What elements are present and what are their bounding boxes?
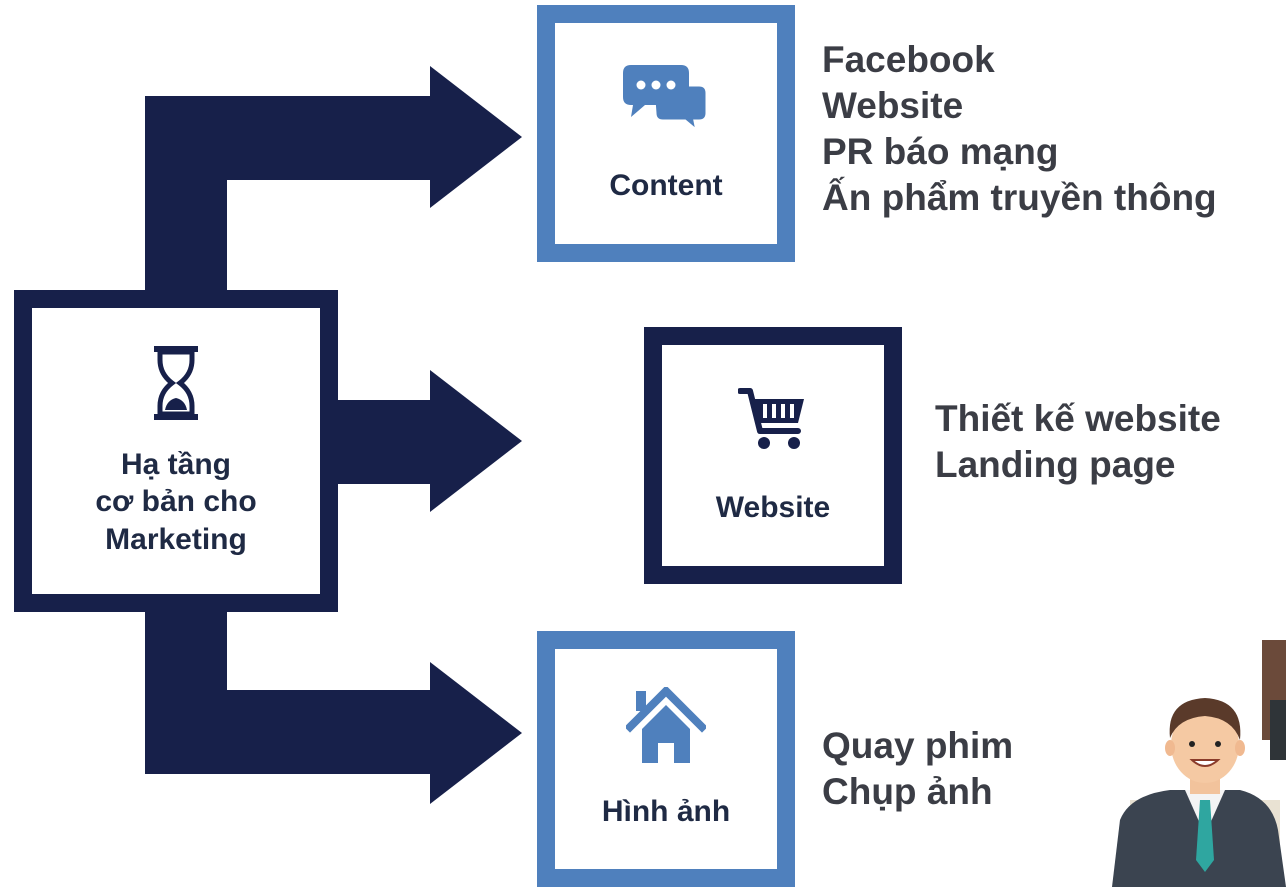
chat-bubbles-icon	[623, 64, 709, 133]
branch-label-website: Website	[715, 490, 831, 524]
branch-box-images: Hình ảnh	[537, 631, 795, 887]
hub-box: Hạ tầng cơ bản cho Marketing	[14, 290, 338, 612]
hub-label-line-3: Marketing	[105, 522, 247, 556]
branch-label-images: Hình ảnh	[601, 795, 731, 829]
list-item: PR báo mạng	[822, 131, 1059, 172]
arrow-shaft-images	[145, 690, 435, 774]
list-item: Chụp ảnh	[822, 771, 993, 812]
images-list: Quay phim Chụp ảnh	[822, 723, 1013, 815]
website-list: Thiết kế website Landing page	[935, 396, 1221, 488]
content-list: Facebook Website PR báo mạng Ấn phẩm tru…	[822, 37, 1217, 221]
hourglass-icon	[154, 345, 198, 420]
list-item: Quay phim	[822, 725, 1014, 766]
branch-box-content: Content	[537, 5, 795, 262]
list-item: Ấn phẩm truyền thông	[822, 177, 1217, 218]
list-item: Facebook	[822, 39, 995, 80]
hub-label-line-1: Hạ tầng	[120, 447, 231, 481]
branch-label-content: Content	[609, 168, 723, 202]
home-icon	[626, 687, 706, 764]
arrow-shaft-content	[145, 96, 435, 180]
hub-label-line-2: cơ bản cho	[95, 485, 257, 519]
arrow-head-content	[430, 66, 522, 208]
arrow-shaft-website	[330, 400, 440, 484]
arrow-head-website	[430, 370, 522, 512]
branch-box-website: Website	[644, 327, 902, 584]
arrow-head-images	[430, 662, 522, 804]
list-item: Thiết kế website	[935, 398, 1221, 439]
list-item: Landing page	[935, 444, 1176, 485]
hub-label: Hạ tầng cơ bản cho Marketing	[95, 446, 256, 559]
list-item: Website	[822, 85, 964, 126]
shopping-cart-icon	[738, 387, 804, 449]
